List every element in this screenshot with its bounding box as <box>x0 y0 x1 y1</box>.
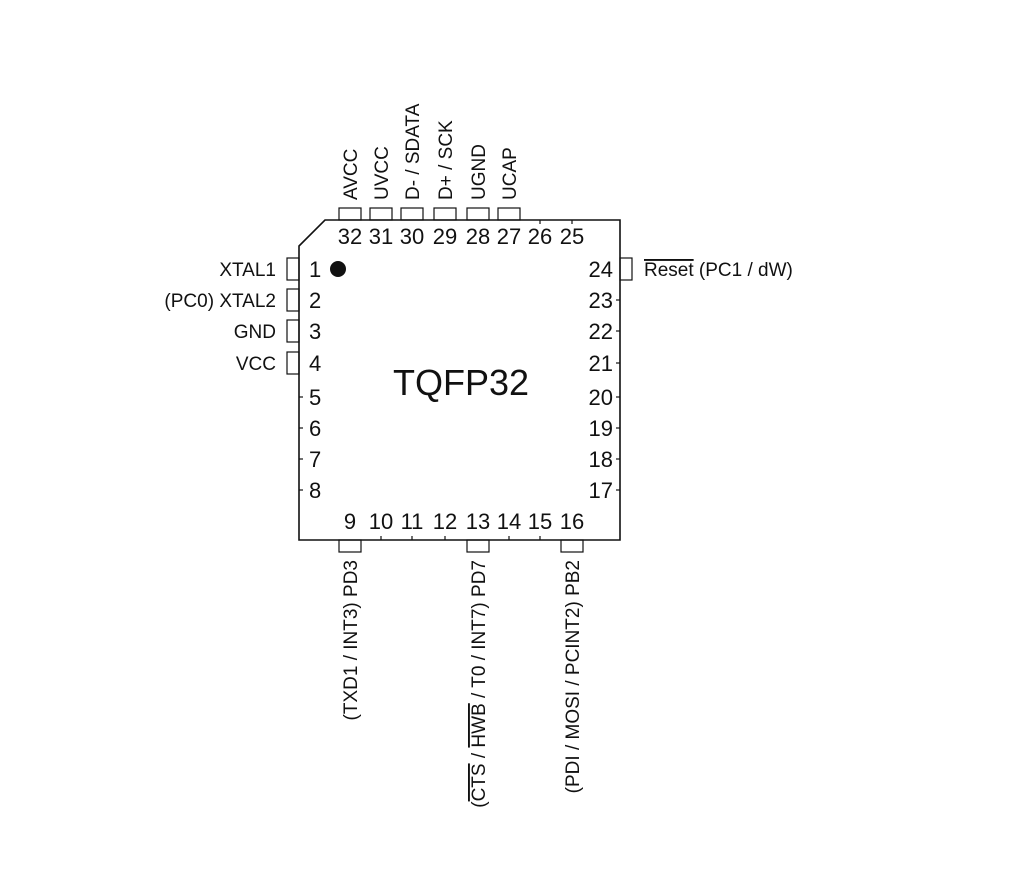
pin-label-13: (CTS / HWB / T0 / INT7) PD7 <box>469 560 490 808</box>
pin-label-2: (PC0) XTAL2 <box>164 291 276 312</box>
pin-number: 27 <box>497 224 521 249</box>
pin-number: 13 <box>466 509 490 534</box>
pin-label-1: XTAL1 <box>219 260 276 281</box>
pin-pad-stub <box>286 257 300 281</box>
pin-label-24: Reset (PC1 / dW) <box>644 260 793 281</box>
pin-number: 28 <box>466 224 490 249</box>
pin-number: 10 <box>369 509 393 534</box>
package-name: TQFP32 <box>393 362 529 403</box>
pin-number: 21 <box>589 351 613 376</box>
pin-number: 12 <box>433 509 457 534</box>
pin-number: 4 <box>309 351 321 376</box>
pin-pad-stub <box>619 257 633 281</box>
pin-number: 22 <box>589 319 613 344</box>
pin-pad-stub <box>466 207 490 221</box>
pin-pad-stub <box>400 207 424 221</box>
pin-number: 18 <box>589 447 613 472</box>
pin-pad-stub <box>369 207 393 221</box>
pin-label-9: (TXD1 / INT3) PD3 <box>341 560 362 720</box>
pin-number: 8 <box>309 478 321 503</box>
pin-number: 16 <box>560 509 584 534</box>
pin-label-30: D- / SDATA <box>403 103 424 200</box>
pin-pad-stub <box>286 319 300 343</box>
pin-number: 30 <box>400 224 424 249</box>
pin-pad-stub <box>338 207 362 221</box>
pin-number: 7 <box>309 447 321 472</box>
pin-number: 19 <box>589 416 613 441</box>
pin-label-16: (PDI / MOSI / PCINT2) PB2 <box>563 560 584 793</box>
pin-pad-stub <box>433 207 457 221</box>
pin-number: 26 <box>528 224 552 249</box>
pin-number: 29 <box>433 224 457 249</box>
pin-pad-stub <box>560 539 584 553</box>
pin-pad-stub <box>286 288 300 312</box>
pin-number: 11 <box>401 509 424 534</box>
pin-label-27: UCAP <box>500 147 521 200</box>
pin-label-28: UGND <box>469 144 490 200</box>
pin-number: 17 <box>589 478 613 503</box>
pin1-marker-dot <box>330 261 346 277</box>
pin-number: 1 <box>309 257 321 282</box>
pin-number: 14 <box>497 509 521 534</box>
pin-label-29: D+ / SCK <box>436 120 457 200</box>
pin-number: 24 <box>589 257 613 282</box>
pin-number: 32 <box>338 224 362 249</box>
pin-number: 9 <box>344 509 356 534</box>
pins-layer: 1 XTAL1 2 (PC0) XTAL2 3 GND 4 VCC 5 6 7 8 17 18 19 20 21… <box>164 103 792 807</box>
pin-label-4: VCC <box>236 354 276 375</box>
pin-number: 15 <box>528 509 552 534</box>
pin-number: 5 <box>309 385 321 410</box>
package-outline <box>298 219 621 541</box>
pin-number: 23 <box>589 288 613 313</box>
pin-number: 25 <box>560 224 584 249</box>
pin-pad-stub <box>466 539 490 553</box>
pin-number: 2 <box>309 288 321 313</box>
pin-pad-stub <box>338 539 362 553</box>
pin-number: 6 <box>309 416 321 441</box>
pin-label-32: AVCC <box>341 149 362 200</box>
pin-number: 20 <box>589 385 613 410</box>
pin-number: 31 <box>369 224 393 249</box>
pin-pad-stub <box>286 351 300 375</box>
pin-label-3: GND <box>234 322 276 343</box>
pin-number: 3 <box>309 319 321 344</box>
pin-pad-stub <box>497 207 521 221</box>
pin-label-31: UVCC <box>372 146 393 200</box>
